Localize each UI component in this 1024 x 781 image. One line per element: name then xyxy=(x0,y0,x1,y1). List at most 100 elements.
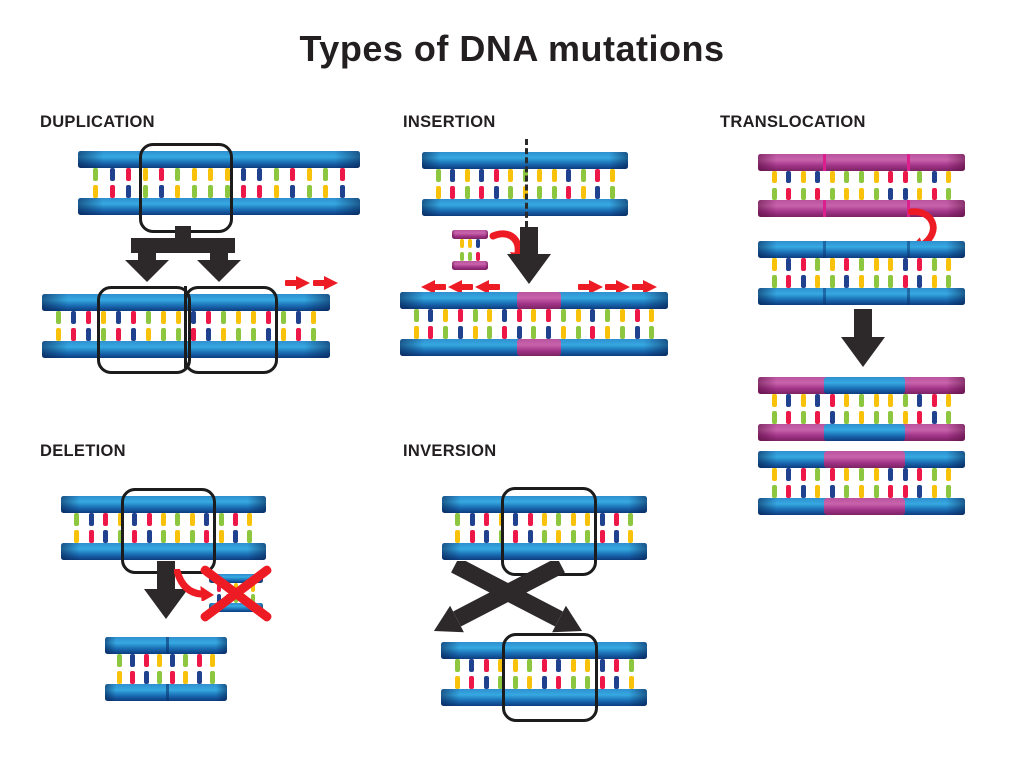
red-arrow-icon xyxy=(312,276,338,290)
base-pair xyxy=(502,309,508,339)
strand-bar xyxy=(209,603,263,612)
base-pair xyxy=(117,654,123,684)
base-pair xyxy=(619,309,625,339)
curved-arrow-icon xyxy=(174,569,214,601)
base-pair xyxy=(888,394,894,424)
base-pair xyxy=(290,168,296,198)
base-pair xyxy=(175,513,181,543)
insertion-result-strand xyxy=(400,292,668,356)
base-pair xyxy=(266,311,271,341)
strand-divider xyxy=(823,288,826,305)
strand-bar xyxy=(78,198,360,215)
base-pair xyxy=(160,513,166,543)
base-pair xyxy=(888,171,894,200)
base-pairs xyxy=(758,258,965,288)
base-pair xyxy=(109,168,115,198)
base-pair xyxy=(844,468,850,498)
red-arrow-icon xyxy=(604,280,630,294)
base-pair xyxy=(902,468,908,498)
strand-bar xyxy=(758,424,965,441)
duplication-copy2-box xyxy=(184,286,278,374)
base-pair xyxy=(498,659,503,689)
base-pair xyxy=(116,311,121,341)
base-pair xyxy=(454,659,460,689)
duplication-box-divider xyxy=(184,286,187,368)
base-pair xyxy=(512,659,518,689)
base-pair xyxy=(103,513,109,543)
base-pair xyxy=(132,513,138,543)
base-pair xyxy=(873,394,879,424)
base-pair xyxy=(527,659,532,689)
base-pair xyxy=(218,513,224,543)
base-pair xyxy=(917,468,923,498)
base-pair xyxy=(551,169,557,199)
base-pair xyxy=(815,258,821,288)
base-pair xyxy=(196,654,202,684)
base-pair xyxy=(917,171,923,200)
strand-segment xyxy=(824,424,905,441)
base-pair xyxy=(131,311,136,341)
strand-divider xyxy=(166,637,169,654)
base-pair xyxy=(208,168,214,198)
base-pair xyxy=(460,239,464,261)
base-pair xyxy=(570,513,576,543)
base-pair xyxy=(130,654,136,684)
deletion-label: DELETION xyxy=(40,442,126,460)
base-pair xyxy=(902,171,908,200)
strand-divider xyxy=(907,288,910,305)
base-pair xyxy=(117,513,123,543)
translocation-blue-chromosome xyxy=(758,241,965,305)
base-pair xyxy=(815,468,821,498)
base-pair xyxy=(450,169,455,199)
base-pairs xyxy=(758,171,965,200)
strand-divider xyxy=(907,200,910,217)
base-pair xyxy=(786,171,792,200)
base-pair xyxy=(829,394,835,424)
base-pair xyxy=(599,513,605,543)
base-pair xyxy=(241,168,247,198)
base-pair xyxy=(74,513,80,543)
base-pair xyxy=(873,171,879,200)
strand-bar xyxy=(758,451,965,468)
duplication-highlight-box xyxy=(139,143,233,233)
duplication-result-strand xyxy=(42,294,330,358)
strand-segment xyxy=(516,292,561,309)
strand-bar xyxy=(758,498,965,515)
base-pair xyxy=(800,171,806,200)
base-pair xyxy=(247,513,253,543)
base-pair xyxy=(541,659,547,689)
base-pair xyxy=(556,513,562,543)
base-pair xyxy=(189,513,195,543)
strand-bar xyxy=(758,154,965,171)
base-pairs xyxy=(42,311,330,341)
base-pair xyxy=(858,258,864,288)
base-pair xyxy=(614,513,620,543)
base-pairs xyxy=(78,168,360,198)
base-pair xyxy=(306,168,312,198)
strand-bar xyxy=(758,377,965,394)
insertion-fragment xyxy=(452,230,488,270)
base-pair xyxy=(159,168,165,198)
base-pair xyxy=(590,309,596,339)
strand-bar xyxy=(400,339,668,356)
base-pair xyxy=(472,309,478,339)
base-pair xyxy=(250,583,255,603)
base-pair xyxy=(443,309,449,339)
base-pairs xyxy=(758,468,965,498)
base-pair xyxy=(537,169,542,199)
base-pair xyxy=(946,394,952,424)
base-pair xyxy=(771,394,777,424)
base-pair xyxy=(931,171,937,200)
base-pair xyxy=(599,659,605,689)
down-arrow-icon xyxy=(144,561,188,619)
base-pair xyxy=(628,659,634,689)
base-pair xyxy=(93,168,99,198)
page-title: Types of DNA mutations xyxy=(299,28,725,69)
base-pair xyxy=(634,309,640,339)
base-pair xyxy=(236,311,241,341)
base-pair xyxy=(609,169,615,199)
base-pair xyxy=(71,311,76,341)
split-arrow-icon xyxy=(125,226,241,282)
inversion-result-box xyxy=(502,633,598,722)
base-pair xyxy=(566,169,571,199)
